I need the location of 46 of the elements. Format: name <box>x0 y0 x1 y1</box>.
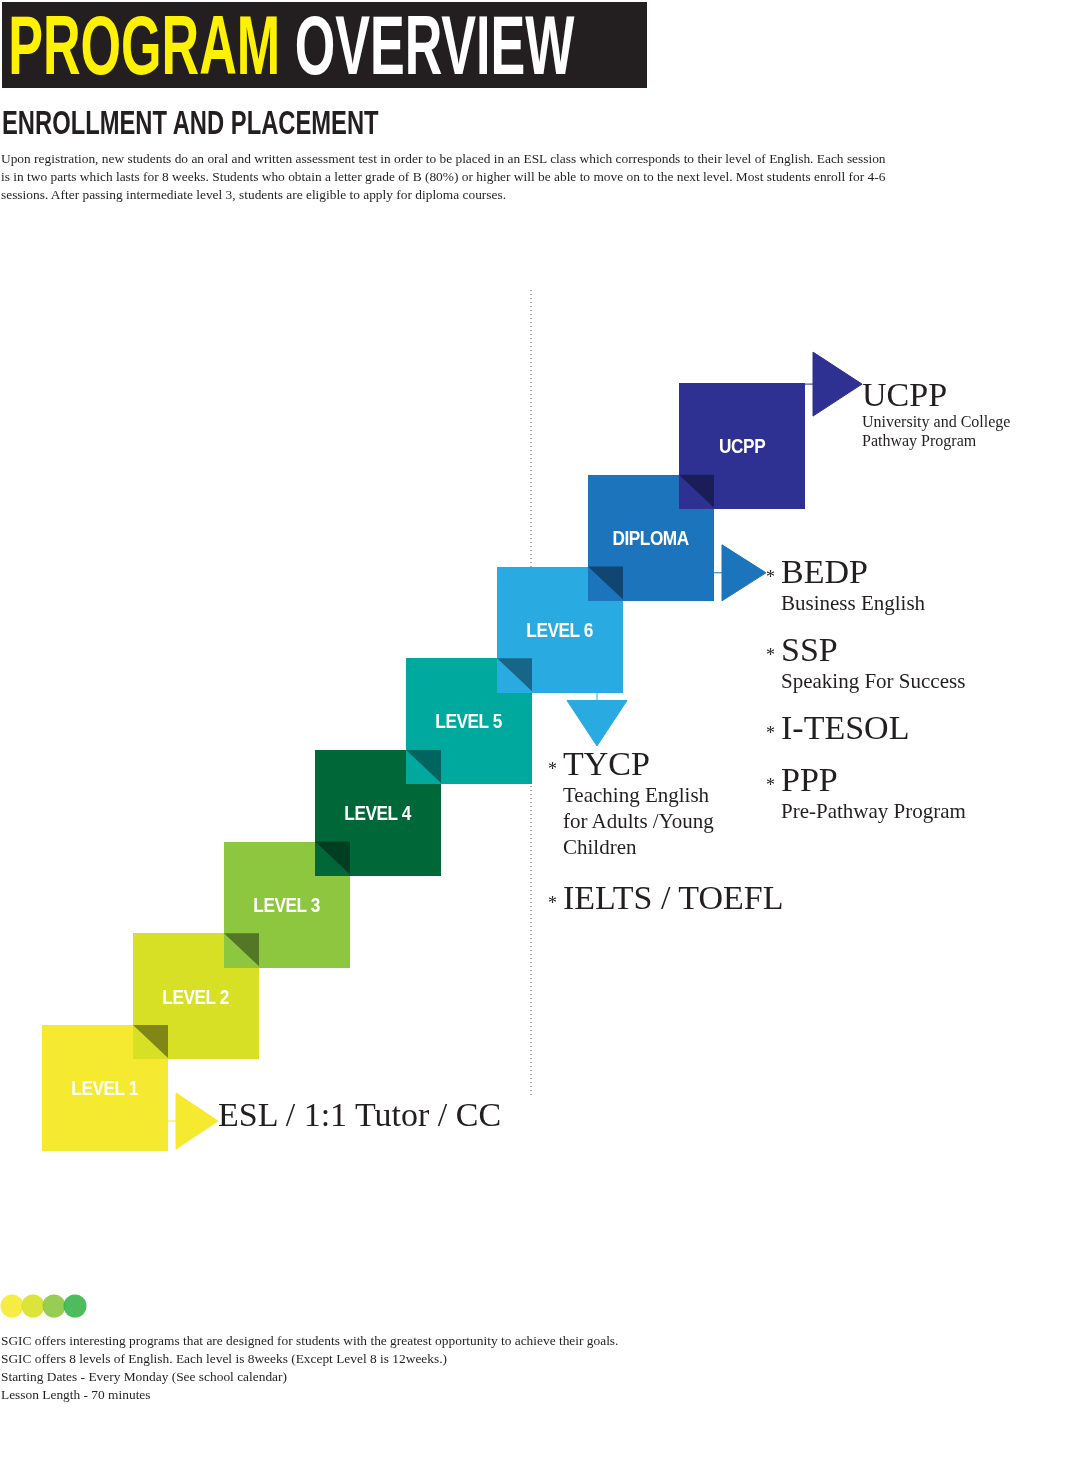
level-square <box>406 658 532 785</box>
intro-paragraph: Upon registration, new students do an oral and written assessment test in order to be placed in an ESL class which corresponds to their level of English. Each session is in two parts which lasts for 8 weeks. Students who obtain a letter grade of B (80%) or higher will be able to move on to the next level. Most students enroll for 4-6 sessions. After passing intermediate level 3, students are eligible to apply for diploma courses. <box>1 150 887 204</box>
page-title: PROGRAM OVERVIEW <box>2 2 647 88</box>
triangle-arrow <box>566 692 628 747</box>
level-label: LEVEL 4 <box>344 800 412 827</box>
bullet-asterisk: * <box>548 894 557 912</box>
info-line: Lesson Length - 70 minutes <box>1 1386 152 1404</box>
level-square <box>224 841 350 968</box>
section-heading: ENROLLMENT AND PLACEMENT <box>2 106 379 139</box>
bullet-asterisk: * <box>766 776 775 794</box>
info-line: SGIC offers interesting programs that are designed for students with the greatest opportunity to achieve their goals. <box>1 1332 619 1350</box>
level-label: LEVEL 1 <box>71 1075 139 1102</box>
triangle-arrow <box>713 544 767 602</box>
program-text: ESL / 1:1 Tutor / CC <box>218 1098 528 1142</box>
program-title: I-TESOL <box>781 710 910 746</box>
level-square <box>315 749 441 876</box>
level-label: LEVEL 5 <box>435 708 503 735</box>
program-description: Teaching English for Adults /Young Children <box>563 782 715 860</box>
program-description: Pre-Pathway Program <box>781 798 966 824</box>
program-title: SSP <box>781 632 839 668</box>
program-title: PPP <box>781 762 839 798</box>
level-label: LEVEL 2 <box>162 983 230 1010</box>
level-square <box>588 474 714 601</box>
program-title: TYCP <box>563 746 651 782</box>
program-title: IELTS / TOEFL <box>563 880 784 916</box>
bullet-asterisk: * <box>766 568 775 586</box>
info-line: Starting Dates - Every Monday (See school calendar) <box>1 1368 288 1386</box>
bullet-asterisk: * <box>766 646 775 664</box>
info-line: SGIC offers 8 levels of English. Each level is 8weeks (Except Level 8 is 12weeks.) <box>1 1350 448 1368</box>
program-title: UCPP <box>862 378 949 412</box>
program-title: BEDP <box>781 554 869 590</box>
level-square <box>133 933 259 1060</box>
level-label: LEVEL 3 <box>253 891 321 918</box>
program-description: University and College Pathway Program <box>862 412 1012 450</box>
program-description: Business English <box>781 590 926 616</box>
level-label: UCPP <box>718 433 766 460</box>
program-description: Speaking For Success <box>781 668 966 694</box>
level-square <box>42 1025 168 1151</box>
triangle-arrow <box>804 351 863 417</box>
triangle-arrow <box>167 1092 219 1150</box>
level-square <box>679 383 805 510</box>
level-label: LEVEL 6 <box>526 616 594 643</box>
level-label: DIPLOMA <box>612 525 690 552</box>
bullet-asterisk: * <box>766 724 775 742</box>
bullet-asterisk: * <box>548 760 557 778</box>
level-square <box>497 566 623 693</box>
